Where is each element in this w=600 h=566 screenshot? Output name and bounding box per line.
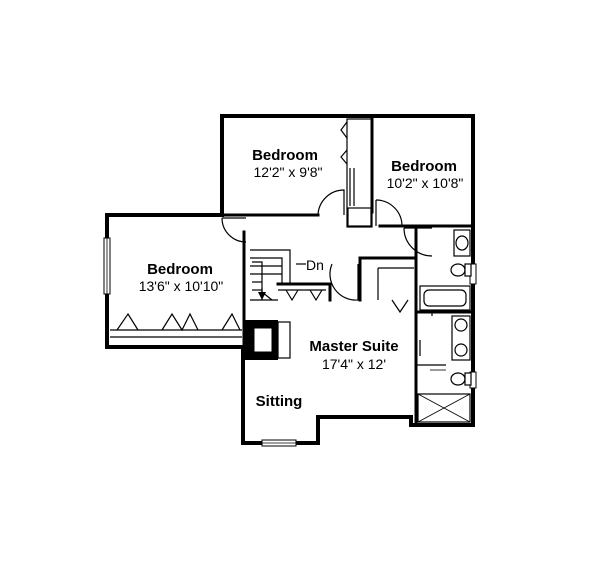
bedroom-top-right-name: Bedroom (391, 158, 457, 175)
master-suite-name: Master Suite (309, 338, 398, 355)
room-labels: Bedroom 12'2" x 9'8" Bedroom 10'2" x 10'… (139, 147, 464, 410)
bedroom-left-name: Bedroom (147, 261, 213, 278)
sitting-name: Sitting (256, 393, 303, 410)
bedroom-top-left-dims: 12'2" x 9'8" (254, 164, 323, 180)
bedroom-closet (110, 312, 242, 338)
master-suite-dims: 17'4" x 12' (322, 356, 386, 372)
bedroom-top-left-name: Bedroom (252, 147, 318, 164)
bath-fixtures (417, 229, 472, 423)
top-closet-doors (340, 121, 355, 206)
stairs-down-label: Dn (306, 257, 324, 273)
doors (221, 189, 446, 371)
bedroom-left-dims: 13'6" x 10'10" (139, 278, 224, 294)
stairs (250, 249, 306, 301)
bedroom-top-right-dims: 10'2" x 10'8" (387, 175, 464, 191)
interior-walls (220, 114, 474, 427)
